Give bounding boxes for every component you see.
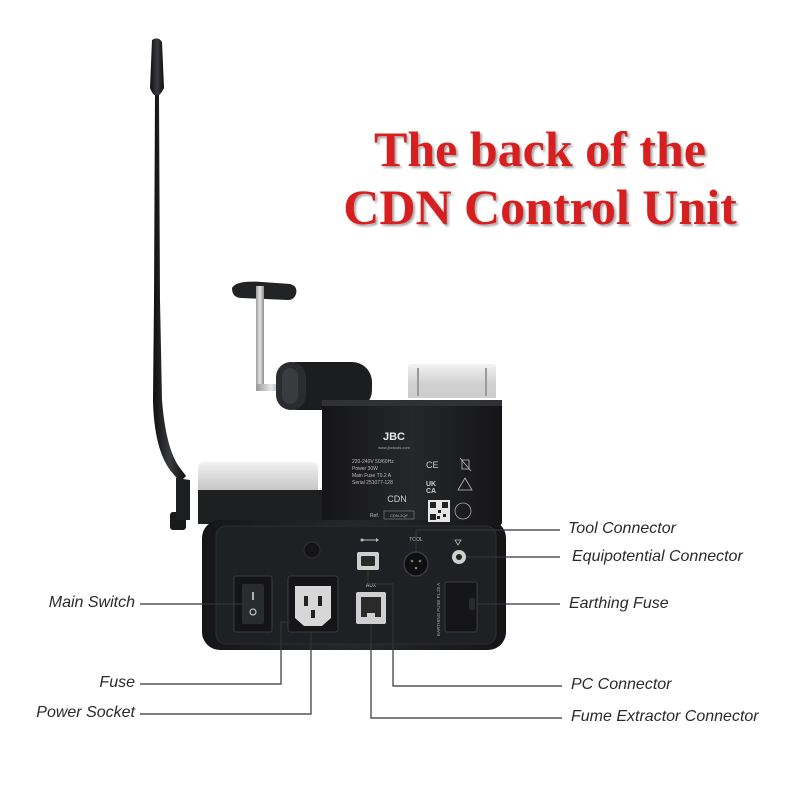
tip-tray [408,364,496,398]
headline-line-1: The back of the [374,121,706,177]
label-pc-connector: PC Connector [571,676,672,693]
label-fume-extractor-connector: Fume Extractor Connector [571,708,759,725]
equipotential-port [452,550,466,564]
label-fuse: Fuse [99,674,135,691]
side-block [198,462,322,524]
ukca-mark-top: UK [426,481,436,488]
upper-housing [322,400,502,526]
round-plug [303,541,321,559]
stand-rod [150,38,190,530]
holder-arm [232,281,372,410]
ukca-mark-bottom: CA [426,488,436,495]
ref-value: CDN-2QF [390,513,408,518]
tool-port [403,551,429,577]
power-socket [287,575,339,633]
leader-fume-extractor [370,624,562,719]
spec-line-4: Serial 251077-128 [352,480,393,486]
main-switch [233,575,273,633]
usb-icon [360,538,379,542]
label-equipotential-connector: Equipotential Connector [572,548,743,565]
aux-port [356,592,386,624]
recycle-icon [454,502,472,520]
spec-line-1: 220-240V 50/60Hz [352,459,394,465]
earthing-fuse-holder [444,581,478,633]
label-tool-connector: Tool Connector [568,520,676,537]
front-panel: TOOL EARTHING FUSE F1.25 A [233,537,478,636]
label-plate: JBC www.jbctools.com 220-240V 50/60Hz Po… [352,431,473,522]
leader-power-socket [140,632,312,715]
leader-pc-connector [367,570,562,687]
leader-tool-connector [415,529,560,552]
ref-label: Ref. [370,513,379,519]
ce-mark: CE [426,460,439,470]
equipotential-icon [454,539,462,546]
leader-lines [140,529,562,719]
fuse-panel-text: EARTHING FUSE F1.25 A [436,583,441,636]
aux-port-label: AUX [366,583,377,589]
spec-line-3: Main Fuse T0.2 A [352,473,392,479]
brand-logo: JBC [383,431,405,443]
esd-icon [457,477,473,491]
headline-line-2: CDN Control Unit [343,179,737,235]
label-earthing-fuse: Earthing Fuse [569,595,669,612]
leader-fuse [140,621,290,685]
spec-line-2: Power 30W [352,466,378,472]
label-power-socket: Power Socket [36,704,135,721]
usb-port [357,552,379,570]
qr-code-icon [428,500,450,522]
model-name: CDN [387,494,407,504]
brand-website: www.jbctools.com [378,445,410,450]
weee-bin-icon [459,457,472,472]
headline: The back of the CDN Control Unit [300,120,780,236]
label-main-switch: Main Switch [48,594,135,611]
